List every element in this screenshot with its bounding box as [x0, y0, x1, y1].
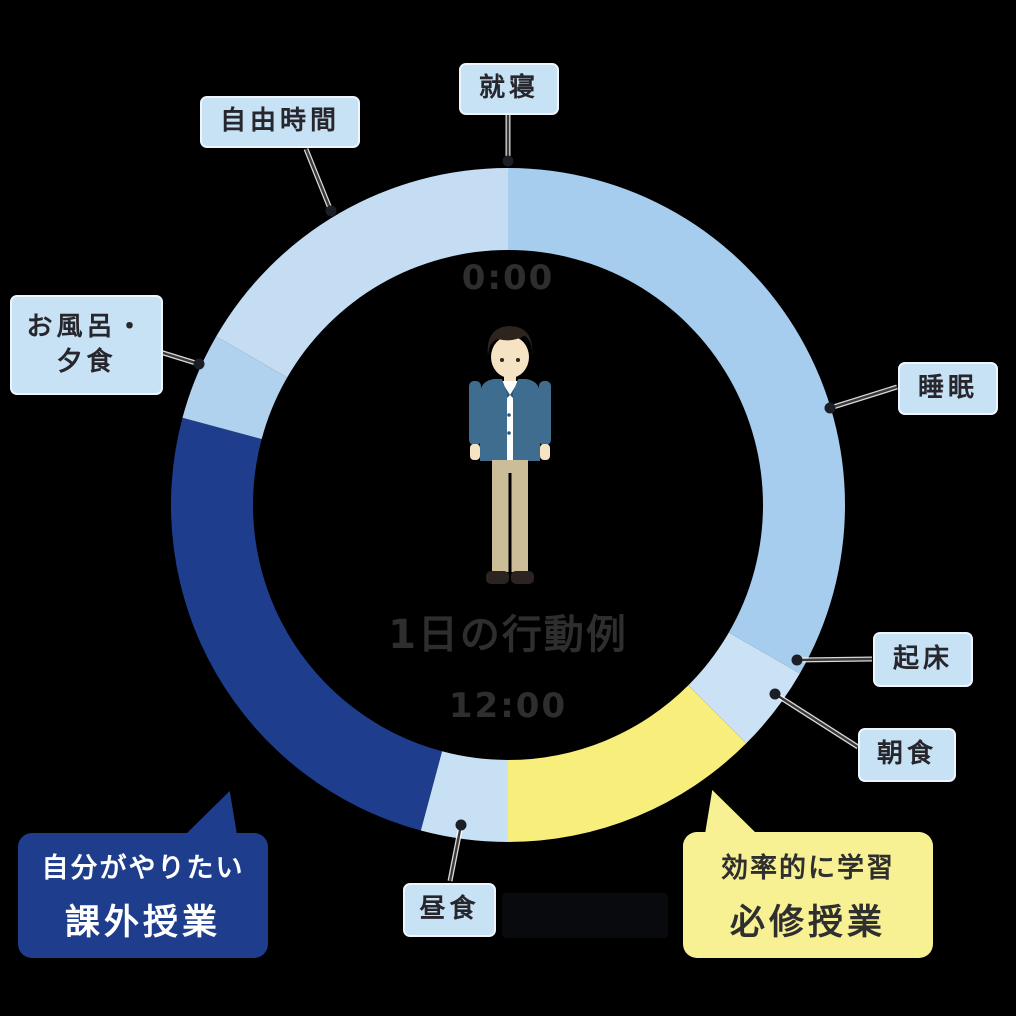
person-sleeve-left: [469, 381, 481, 445]
callout-extracurricular-line1: 自分がやりたい: [41, 853, 245, 884]
person-button-bottom: [507, 431, 511, 435]
label-lunch: 昼食: [403, 883, 496, 937]
callout-extracurricular-line2: 課外授業: [64, 903, 221, 943]
person-hand-right: [540, 444, 550, 460]
leader-line-sleep: [829, 385, 898, 410]
segment-breakfast: [688, 632, 800, 744]
leader-line-wake_up: [796, 657, 873, 662]
person-leg-right: [511, 467, 528, 572]
chart-title: 1日の行動例: [388, 612, 628, 658]
person-fringe: [490, 327, 526, 345]
segment-extracurricular: [170, 417, 443, 831]
leader-dot-wake_up: [791, 654, 803, 666]
leader-dot-bedtime: [502, 155, 514, 167]
label-sleep: 睡眠: [898, 362, 998, 415]
person-jacket-left: [480, 379, 507, 461]
label-bedtime: 就寝: [459, 63, 559, 115]
person-sleeve-right: [539, 381, 551, 445]
label-wake-up: 起床: [873, 632, 973, 687]
leader-dot-free_time: [325, 205, 337, 217]
leader-line-breakfast: [774, 692, 859, 749]
segment-sleep: [508, 168, 845, 674]
person-shoe-left: [486, 571, 509, 584]
segment-bath-dinner: [182, 336, 288, 440]
leader-dot-bath_dinner: [193, 358, 205, 370]
leader-line-free_time: [304, 148, 333, 212]
leader-dot-sleep: [824, 402, 836, 414]
person-leg-left: [492, 467, 509, 572]
label-bath-dinner: お風呂・ 夕食: [10, 295, 163, 395]
person-eye-left: [500, 358, 504, 362]
leader-dot-lunch: [455, 819, 467, 831]
faint-watermark: [502, 893, 668, 938]
segment-free-time: [216, 168, 508, 378]
label-free-time: 自由時間: [200, 96, 360, 148]
person-button-top: [507, 413, 511, 417]
person-face: [491, 336, 529, 378]
person-hand-left: [470, 444, 480, 460]
person-jacket-right: [513, 379, 540, 461]
callout-required-classes-line2: 必修授業: [729, 902, 886, 943]
leader-line-lunch: [448, 824, 463, 882]
person-shoe-right: [511, 571, 534, 584]
leader-line-bath_dinner: [159, 350, 200, 366]
segment-lunch: [420, 751, 508, 842]
callout-required-classes-line1: 効率的に学習: [721, 852, 895, 884]
person-illustration: [469, 326, 551, 584]
person-eye-right: [516, 358, 520, 362]
callout-extracurricular: 自分がやりたい 課外授業: [18, 833, 268, 958]
leader-dot-breakfast: [769, 688, 781, 700]
segment-required-classes: [508, 685, 747, 842]
clock-mark-noon: 12:00: [448, 686, 568, 726]
clock-mark-midnight: 0:00: [461, 258, 555, 298]
label-breakfast: 朝食: [858, 728, 956, 782]
callout-required-classes: 効率的に学習 必修授業: [683, 832, 933, 958]
